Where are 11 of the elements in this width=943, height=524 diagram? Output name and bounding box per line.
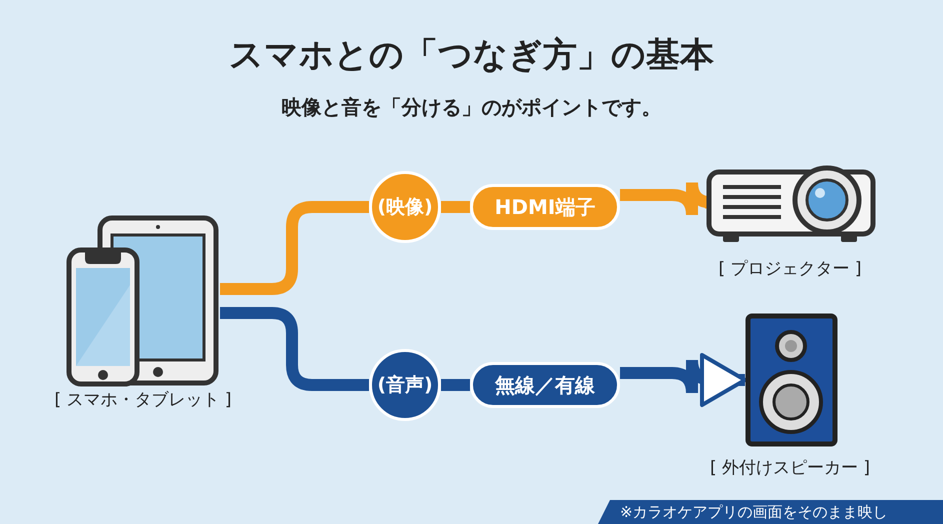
device-caption: [ スマホ・タブレット ] xyxy=(54,389,232,411)
connection-pill: HDMI端子 xyxy=(470,184,620,230)
footnote-banner: ※カラオケアプリの画面をそのまま映し xyxy=(598,500,943,524)
device-caption: [ 外付けスピーカー ] xyxy=(710,457,870,479)
connection-pill: 無線／有線 xyxy=(470,362,620,408)
subtitle: 映像と音を「分ける」のがポイントです。 xyxy=(280,94,662,121)
signal-circle: (映像) xyxy=(369,171,441,243)
arrow xyxy=(620,353,747,407)
title: スマホとの「つなぎ方」の基本 xyxy=(228,34,715,77)
device-caption: [ プロジェクター ] xyxy=(718,258,862,280)
signal-circle: (音声) xyxy=(369,349,441,421)
